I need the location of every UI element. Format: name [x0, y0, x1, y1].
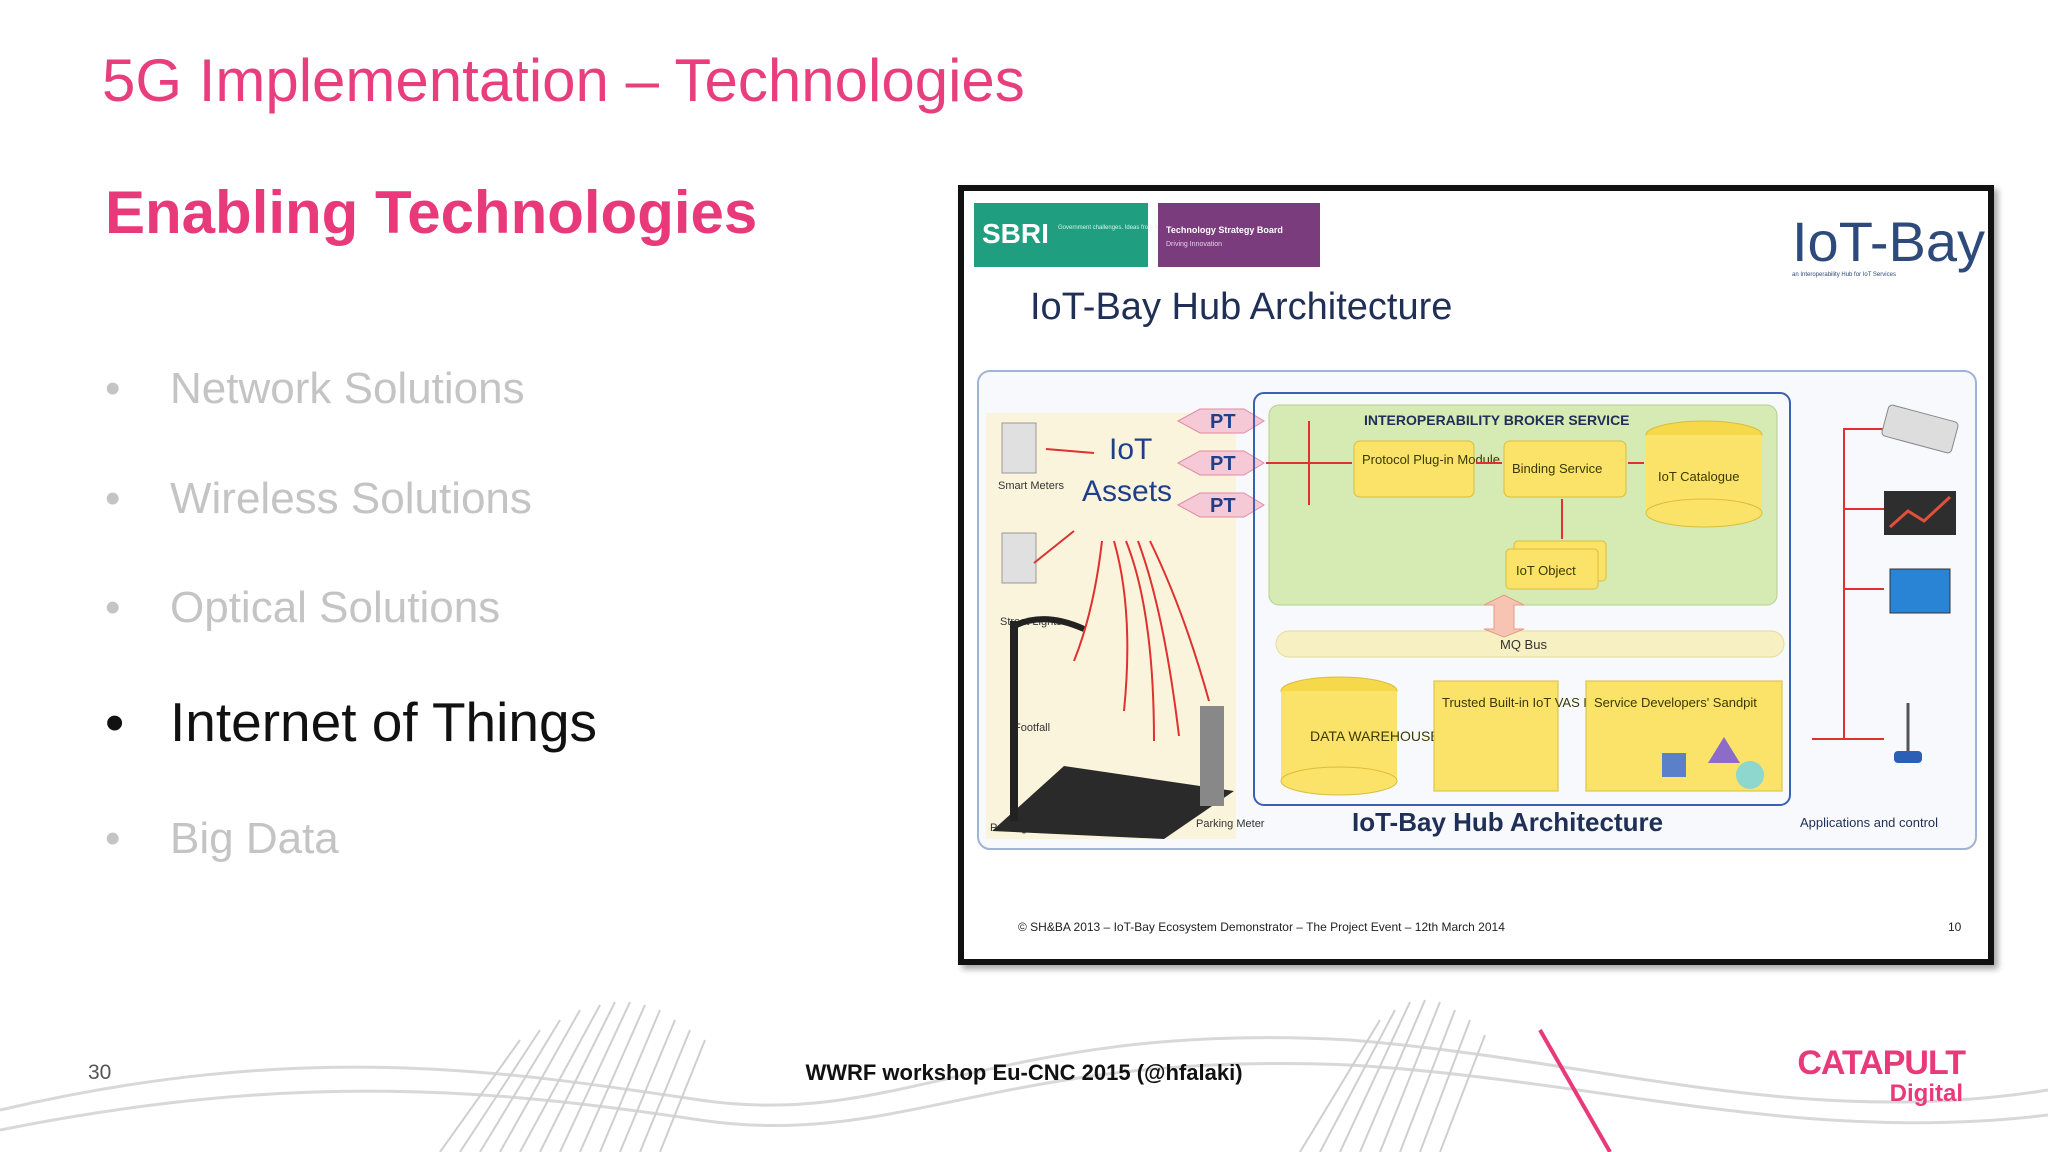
background-wave [0, 999, 2048, 1152]
sbri-logo-text: SBRI [982, 218, 1049, 249]
bullet-label: Network Solutions [170, 364, 525, 413]
iot-bay-tagline: an Interoperability Hub for IoT Services [1792, 272, 1896, 278]
smart-meter-icon [1001, 532, 1037, 584]
bullet-dot: • [105, 691, 125, 753]
mq-bus-label: MQ Bus [1500, 637, 1547, 652]
protocol-plugin-label: Protocol Plug-in Module [1362, 452, 1500, 467]
sbri-logo [974, 203, 1148, 267]
sbri-tagline: Government challenges. Ideas from busine… [1058, 225, 1236, 231]
data-warehouse-label: DATA WAREHOUSE [1310, 728, 1440, 744]
mobile-phone-icon [1881, 404, 1959, 454]
applications-label: Applications and control [1800, 815, 1938, 830]
figure-copyright: © SH&BA 2013 – IoT-Bay Ecosystem Demonst… [1018, 920, 1505, 934]
tsb-tagline: Driving Innovation [1166, 241, 1222, 248]
slide-page-number: 30 [88, 1061, 112, 1084]
footer-text-label: WWRF workshop Eu-CNC 2015 (@hfalaki) [805, 1060, 1243, 1085]
iot-object-label: IoT Object [1516, 563, 1576, 578]
svg-text:PT: PT [1210, 453, 1236, 475]
binding-service-label: Binding Service [1512, 461, 1602, 476]
parking-meter-label: Parking Meter [1196, 818, 1265, 830]
logo-sub-text: Digital [1889, 1080, 1963, 1107]
parking-meter-icon [1200, 706, 1224, 806]
bullet-label: Internet of Things [170, 691, 598, 753]
mq-bus [1275, 630, 1785, 658]
svg-text:PT: PT [1210, 411, 1236, 433]
smart-meter-icon [1001, 422, 1037, 474]
parking-bay-image [992, 766, 1234, 839]
hub-caption: IoT-Bay Hub Architecture [1352, 807, 1663, 837]
figure-page-number: 10 [1948, 920, 1962, 934]
bullet-label: Wireless Solutions [170, 474, 532, 523]
bullet-label: Optical Solutions [170, 583, 501, 632]
footfall-label: Footfall [1014, 722, 1050, 734]
slide-title: 5G Implementation – Technologies [102, 47, 1025, 114]
assets-label: Assets [1082, 475, 1172, 508]
bullet-dot: • [105, 474, 121, 523]
trusted-library-label: Trusted Built-in IoT VAS Library [1442, 695, 1624, 710]
street-light-icon [1010, 621, 1018, 821]
dashboard-icon [1884, 491, 1956, 535]
logo-main-text: CATAPULT [1797, 1044, 1966, 1082]
iot-bay-logo: IoT-Bay [1792, 210, 1985, 273]
broker-title: INTEROPERABILITY BROKER SERVICE [1364, 412, 1630, 428]
figure-heading: IoT-Bay Hub Architecture [1030, 286, 1452, 328]
smart-meters-label: Smart Meters [998, 480, 1065, 492]
tsb-logo-text: Technology Strategy Board [1166, 225, 1283, 235]
pt-block: PT [1176, 492, 1265, 518]
bullet-dot: • [105, 364, 121, 413]
pt-block: PT [1176, 408, 1265, 434]
section-heading: Enabling Technologies [105, 179, 758, 246]
iot-label: IoT [1109, 433, 1152, 466]
monitor-icon [1889, 568, 1951, 614]
tsb-logo [1158, 203, 1320, 267]
iot-catalogue-label: IoT Catalogue [1658, 469, 1739, 484]
pt-block: PT [1176, 450, 1265, 476]
bullet-dot: • [105, 814, 121, 863]
sandpit-label: Service Developers' Sandpit [1594, 695, 1757, 710]
architecture-figure: SBRI Government challenges. Ideas from b… [958, 185, 1994, 965]
bullet-dot: • [105, 583, 121, 632]
bullet-label: Big Data [170, 814, 339, 863]
catapult-digital-logo: CATAPULT Digital [1797, 1044, 1966, 1107]
footer-text: WWRF workshop Eu-CNC 2015 (@hfalaki) [0, 1060, 2048, 1086]
svg-text:PT: PT [1210, 495, 1236, 517]
